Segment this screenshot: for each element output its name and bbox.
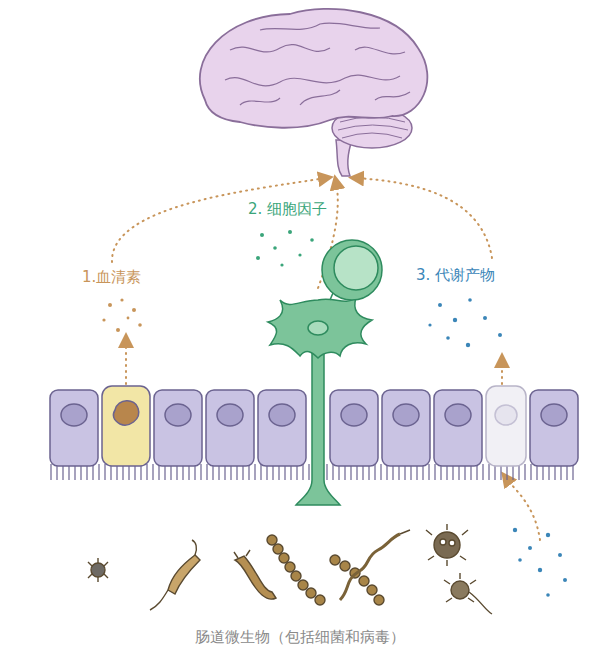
signal-label: 2. 细胞因子 xyxy=(246,200,329,218)
gut-microbes xyxy=(88,524,492,614)
serotonin-dots xyxy=(102,298,141,332)
signal-arrows xyxy=(112,178,540,540)
brain xyxy=(200,9,428,176)
cytokine-dots xyxy=(256,230,314,267)
caption-label: 肠道微生物（包括细菌和病毒） xyxy=(193,628,407,646)
dendritic-cell xyxy=(268,240,382,505)
signal-label: 1.血清素 xyxy=(80,268,143,286)
signal-label: 3. 代谢产物 xyxy=(414,266,497,284)
